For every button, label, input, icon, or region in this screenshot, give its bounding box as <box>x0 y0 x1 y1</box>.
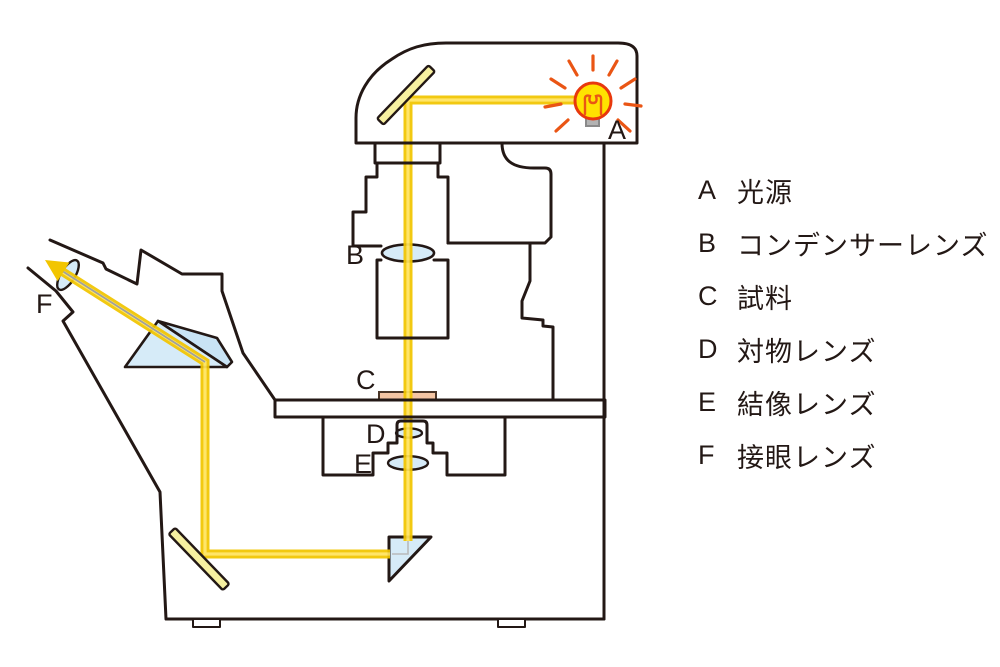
marker-e: E <box>354 449 372 479</box>
legend-letter: E <box>698 387 717 417</box>
legend-row-b: B コンデンサーレンズ <box>698 217 988 270</box>
legend-label: 結像レンズ <box>737 390 877 420</box>
legend-label: 接眼レンズ <box>737 443 877 473</box>
upper-mirror <box>376 64 436 126</box>
legend-label: 対物レンズ <box>737 337 877 367</box>
light-beam <box>60 95 581 559</box>
beam-imaging-path <box>60 268 390 559</box>
legend-letter: A <box>698 175 717 205</box>
mirrors <box>168 64 436 591</box>
foot-right <box>497 618 526 628</box>
condenser-housing-lower <box>375 258 450 340</box>
beam-imaging-highlight <box>62 270 390 556</box>
legend-label: 光源 <box>737 178 793 208</box>
legend-label: コンデンサーレンズ <box>737 231 989 261</box>
bottom-prism <box>387 535 433 583</box>
marker-a: A <box>608 115 626 145</box>
condenser-housing-right <box>436 161 532 245</box>
marker-c: C <box>356 365 376 395</box>
lamp-bulb <box>573 81 613 121</box>
lower-mirror <box>168 527 230 591</box>
legend: A 光源 B コンデンサーレンズ C 試料 D 対物レンズ E 結像レンズ F … <box>698 164 988 482</box>
marker-b: B <box>346 240 364 270</box>
lamp-rays <box>543 54 643 133</box>
condenser-housing-left <box>351 161 383 248</box>
bottom-prism-inner-path <box>392 540 409 555</box>
body-bottom-left-contour <box>26 266 606 621</box>
lamp-icon <box>543 54 643 133</box>
illuminator-collar <box>373 141 442 165</box>
legend-row-d: D 対物レンズ <box>698 323 988 376</box>
stage <box>273 398 607 419</box>
legend-row-e: E 結像レンズ <box>698 376 988 429</box>
foot-left <box>192 618 221 628</box>
beam-exit-arrowhead <box>45 260 70 282</box>
optical-axis-line <box>55 266 206 363</box>
column-left-profile <box>520 241 555 402</box>
legend-row-a: A 光源 <box>698 164 988 217</box>
lamp-house-outline <box>354 41 639 145</box>
legend-letter: D <box>698 334 718 364</box>
marker-d: D <box>366 419 386 449</box>
legend-row-c: C 試料 <box>698 270 988 323</box>
legend-letter: F <box>698 440 715 470</box>
legend-letter: C <box>698 281 718 311</box>
arm-bracket <box>446 141 553 245</box>
nosepiece-outline <box>321 415 507 477</box>
legend-label: 試料 <box>737 284 793 314</box>
body-top-left-contour <box>48 238 277 402</box>
lamp-filament <box>583 94 603 116</box>
diagram-markers: A B C D E F <box>36 115 626 479</box>
marker-f: F <box>36 289 53 319</box>
microscope-body <box>26 41 639 628</box>
legend-row-f: F 接眼レンズ <box>698 429 988 482</box>
legend-letter: B <box>698 228 717 258</box>
